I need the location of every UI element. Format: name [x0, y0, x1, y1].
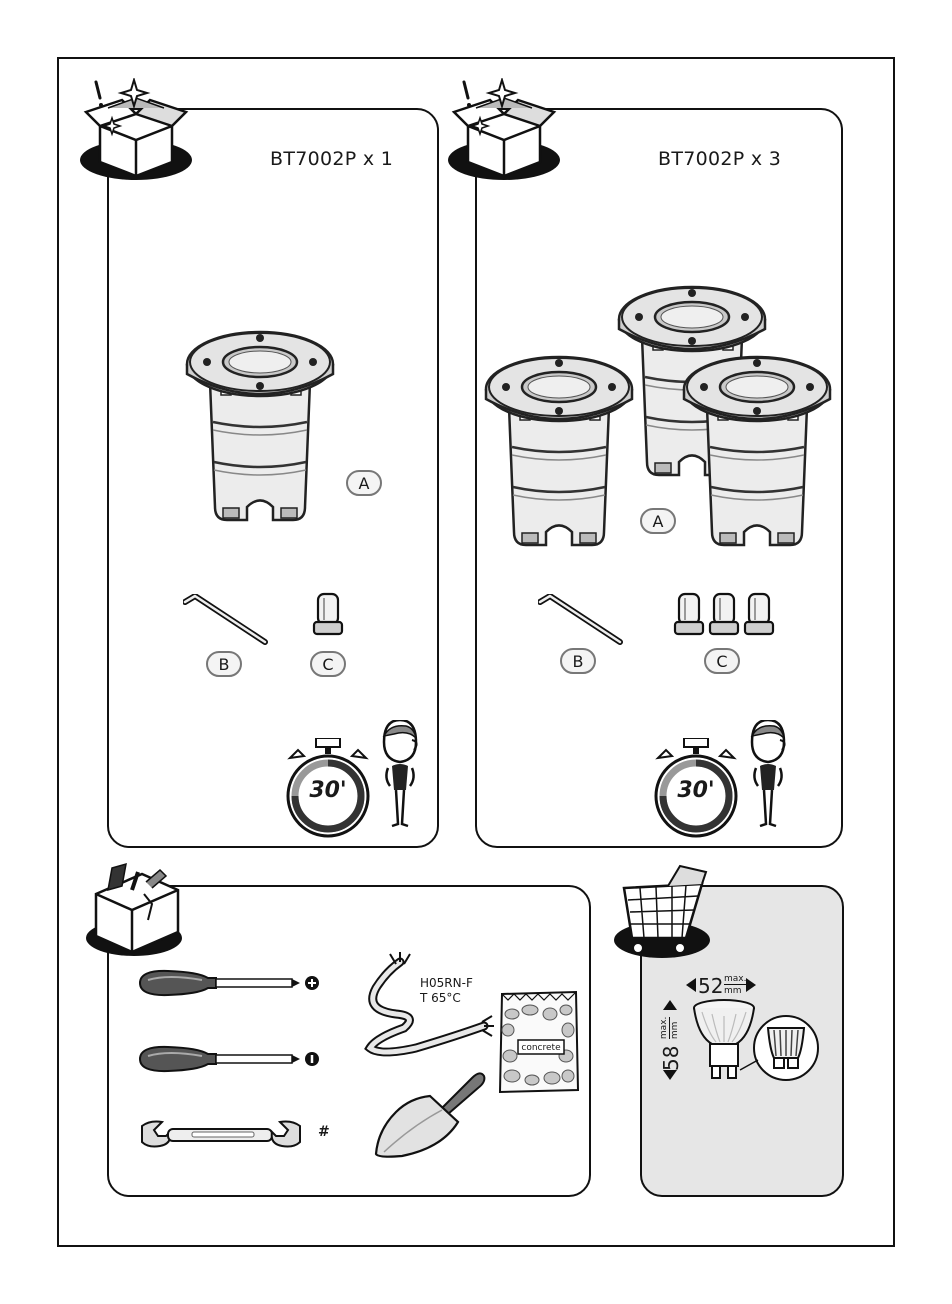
- hex-key-icon: [538, 594, 628, 650]
- part-label-b: B: [560, 648, 596, 674]
- bulb-width-value: 52: [698, 974, 723, 998]
- arrow-down-icon: [663, 1070, 677, 1080]
- bulb-width-unit: mm: [724, 986, 742, 996]
- hex-key-icon: [183, 594, 273, 650]
- toolbox-icon: [82, 860, 186, 958]
- bulb-height-dimension: 58 max. mm: [648, 1012, 692, 1070]
- bulb-width-max: max.: [724, 974, 746, 985]
- part-label-c: C: [704, 648, 740, 674]
- person-icon: [378, 720, 422, 830]
- bulb-height-value: 58: [659, 1046, 683, 1071]
- concrete-bag-icon: [496, 990, 582, 1094]
- cable-code: H05RN-F: [420, 976, 473, 990]
- part-label-c: C: [310, 651, 346, 677]
- plug-cap-icon: [673, 592, 707, 638]
- lamp-left: [484, 347, 636, 557]
- arrow-right-icon: [746, 978, 756, 992]
- install-time: 30': [306, 778, 350, 803]
- cable-icon: [356, 952, 496, 1060]
- wrench-size-mark: #: [318, 1124, 330, 1140]
- arrow-left-icon: [686, 978, 696, 992]
- part-label-b: B: [206, 651, 242, 677]
- arrow-up-icon: [663, 1000, 677, 1010]
- cable-temperature: T 65°C: [420, 991, 461, 1005]
- open-box-icon: [78, 78, 194, 188]
- lamp-single: [185, 322, 337, 532]
- install-time: 30': [674, 778, 718, 803]
- screwdriver-icon: [138, 968, 324, 998]
- open-box-icon: [446, 78, 562, 188]
- plug-cap-icon: [743, 592, 777, 638]
- screwdriver-icon: [138, 1044, 324, 1074]
- plug-cap-icon: [312, 592, 346, 638]
- wrench-icon: [140, 1118, 302, 1152]
- part-label-a: A: [640, 508, 676, 534]
- shopping-cart-icon: [610, 858, 714, 962]
- concrete-bag-label: concrete: [518, 1043, 564, 1053]
- gu10-bulb-icon: [688, 998, 824, 1090]
- part-label-a: A: [346, 470, 382, 496]
- pack-title-single: BT7002P x 1: [270, 148, 393, 170]
- pack-title-triple: BT7002P x 3: [658, 148, 781, 170]
- trowel-icon: [372, 1064, 488, 1160]
- plug-cap-icon: [708, 592, 742, 638]
- person-icon: [746, 720, 790, 830]
- bulb-height-max: max.: [659, 1017, 670, 1039]
- lamp-right: [682, 347, 834, 557]
- bulb-height-unit: mm: [670, 1017, 680, 1039]
